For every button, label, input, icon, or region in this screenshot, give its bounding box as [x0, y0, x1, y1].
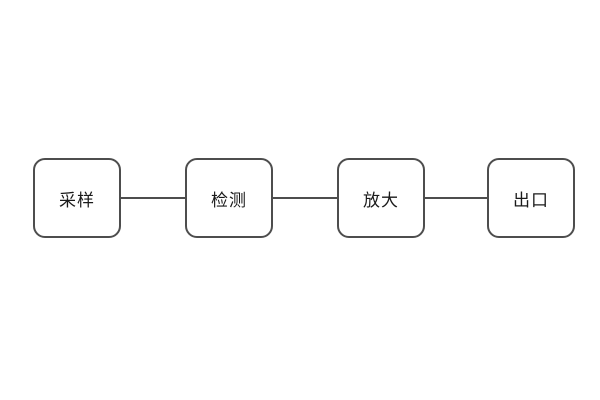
node-detection: 检测 [185, 158, 273, 238]
connector-detection-amplification [273, 197, 337, 199]
node-outlet-label: 出口 [513, 190, 549, 210]
node-amplification: 放大 [337, 158, 425, 238]
node-sampling: 采样 [33, 158, 121, 238]
connector-amplification-outlet [425, 197, 487, 199]
connector-sampling-detection [121, 197, 185, 199]
node-amplification-label: 放大 [363, 190, 399, 210]
node-sampling-label: 采样 [59, 190, 95, 210]
node-detection-label: 检测 [211, 190, 247, 210]
node-outlet: 出口 [487, 158, 575, 238]
